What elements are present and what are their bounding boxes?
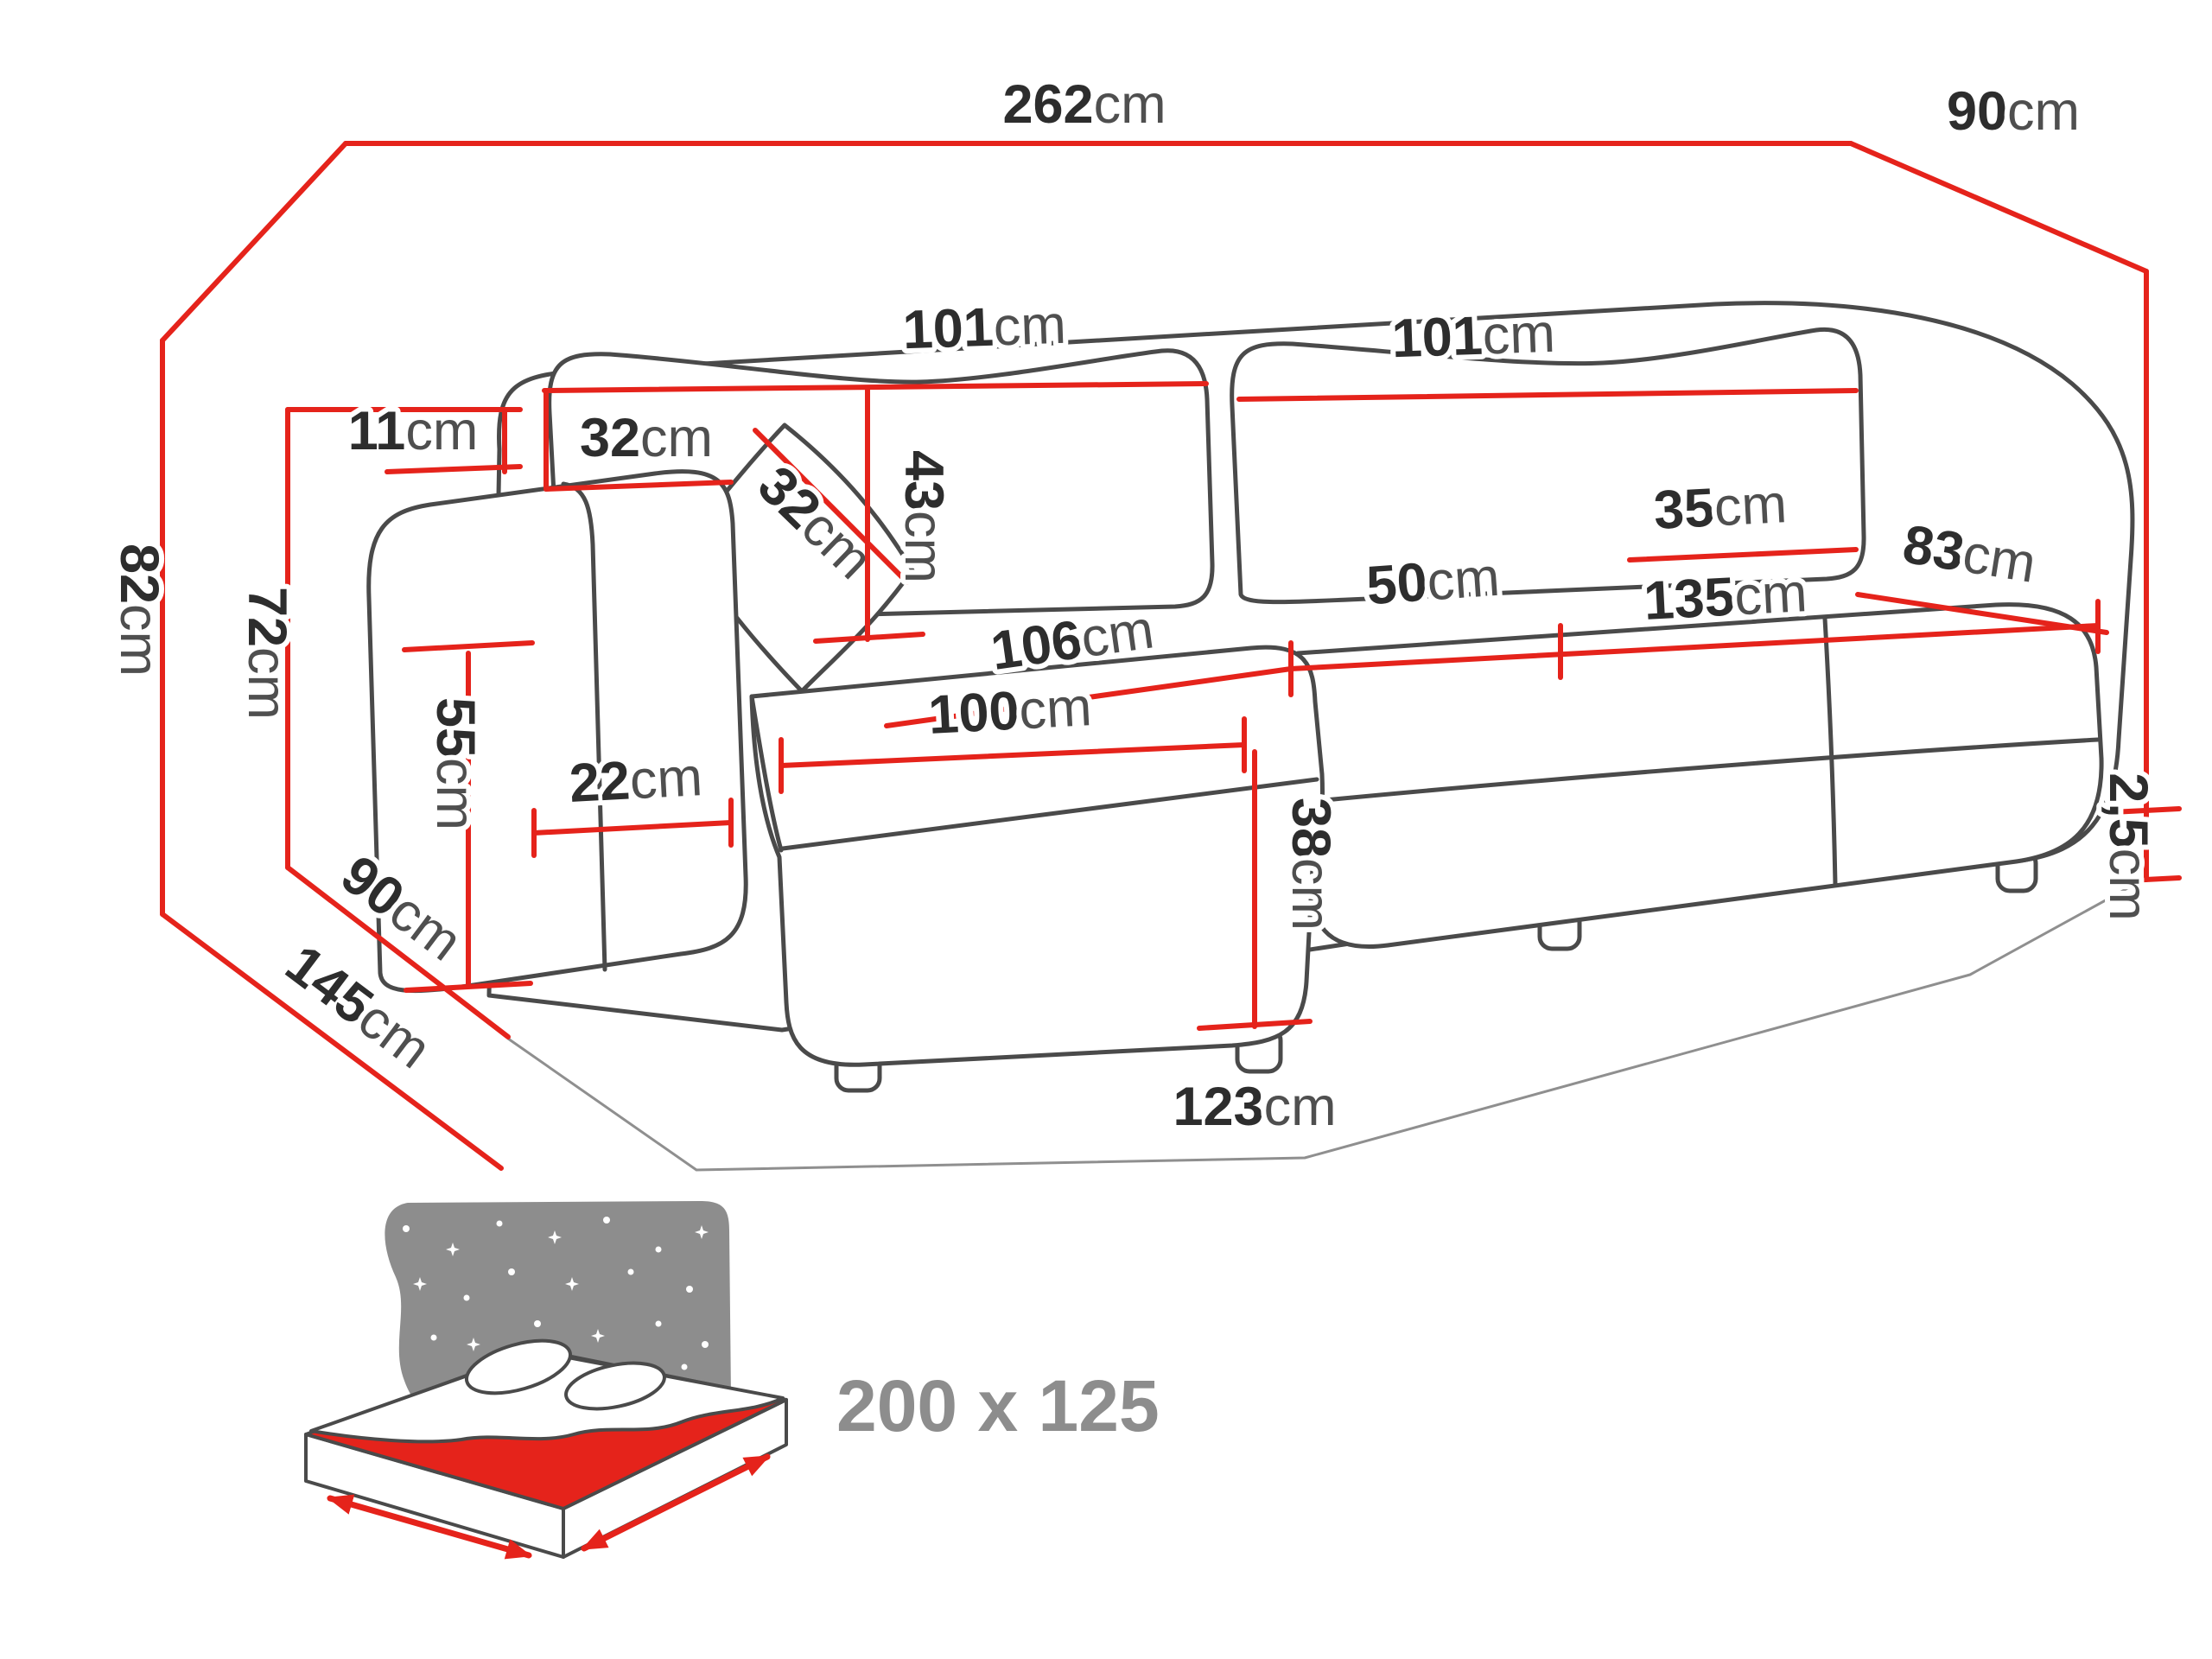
dimension-chaise-total-depth-line [160, 912, 504, 1171]
bed-duvet [309, 1350, 785, 1444]
back-cushion-right [1230, 327, 1866, 605]
seat-front-edge [1304, 737, 2101, 804]
dimension-armrest-height-label: 55cm [425, 697, 486, 830]
dimension-armrest-backrest-gap-tick [385, 464, 523, 474]
dimension-chaise-width: 100cm [779, 671, 1247, 794]
dimension-back-cushion-width-right-line [1236, 388, 1859, 402]
dimension-back-cushion-height: 43cm [813, 386, 959, 644]
dimension-depth-left-line [285, 865, 511, 1039]
dimension-back-cushion-height-label: 43cm [893, 450, 954, 583]
dimension-armrest-width: 22cm [531, 741, 734, 858]
dimension-back-cushion-thickness-label: 32cm [580, 408, 713, 468]
dimension-backrest-top-depth-line [1627, 547, 1859, 563]
dimension-back-cushion-width-left-label: 101cm [902, 295, 1067, 361]
dimension-total-depth-right: 90cm [1848, 76, 2149, 274]
floor-projection-line [507, 876, 2147, 1172]
dimension-backrest-height-label: 72cm [237, 587, 297, 720]
sofa-bed-icon: 200 x 125 [304, 1201, 1160, 1560]
dimension-total-depth-right-label: 90cm [1947, 81, 2080, 142]
chaise-front-edge [780, 777, 1319, 851]
chaise-seat [749, 645, 1325, 1067]
bed-width-arrow [327, 1494, 532, 1560]
dimension-back-cushion-width-left-line [542, 381, 1209, 393]
dimension-backrest-height: 72cm [232, 407, 523, 870]
dimension-backrest-top-depth: 35cm [1627, 468, 1859, 563]
dimension-armrest-width-label: 22cm [568, 747, 704, 814]
bed-depth-arrow [581, 1453, 771, 1552]
dimension-back-cushion-height-tick [813, 632, 925, 644]
dimension-back-cushion-width-left: 101cm [542, 289, 1209, 393]
dimension-leg-height-label: 2,5cm [2098, 772, 2158, 921]
dimension-total-width-label: 262cm [1002, 74, 1166, 135]
seat-right [1295, 602, 2104, 949]
dimension-leg-height-tick-bottom [2109, 875, 2182, 884]
dimension-chaise-width-line [779, 742, 1247, 768]
dimension-chaise-width-label: 100cm [927, 677, 1094, 746]
seat-seam [1822, 616, 1838, 887]
dimension-armrest-height-tick-top [402, 640, 535, 652]
dimension-total-depth-right-line [1848, 141, 2149, 274]
dimension-frame-lines [160, 141, 2149, 882]
dimension-chaise-length-label: 123cm [1173, 1077, 1336, 1137]
dimension-armrest-backrest-gap: 11cm [343, 396, 523, 474]
dimension-back-cushion-thickness-tick [543, 480, 734, 492]
dimension-accent-pillow-line [753, 428, 910, 585]
dimension-seat-height-tick [1197, 1019, 1313, 1031]
dimension-leg-height-tick-top [2109, 806, 2182, 815]
dimension-total-width: 262cm [343, 69, 1853, 146]
chaise-side-edge [749, 694, 784, 853]
dimension-total-height-label: 82cm [109, 543, 169, 677]
dimension-backrest-top-depth-label: 35cm [1652, 474, 1789, 541]
dimension-seat-depth-label: 50cm [1364, 547, 1502, 617]
dimension-back-cushion-thickness: 32cm [543, 388, 734, 492]
frame-top-left-line [160, 141, 348, 343]
dimension-seat-width-label: 135cm [1643, 563, 1809, 632]
dimension-chaise-length: 123cm [1167, 1071, 1341, 1142]
bed-pillow [464, 1338, 573, 1395]
bed-pillow [564, 1361, 666, 1411]
dimension-chaise-diagonal-line [884, 666, 1294, 728]
dimension-back-cushion-width-right-label: 101cm [1391, 303, 1556, 370]
sleeping-area-size-label: 200 x 125 [836, 1365, 1160, 1446]
dimension-seat-row-line [1288, 623, 2101, 671]
dimension-annotations: 262cm 90cm 82cm 72cm 11cm 101cm [104, 69, 2182, 1171]
dimension-total-height: 82cm [104, 338, 175, 917]
dimension-armrest-backrest-gap-label: 11cm [348, 401, 479, 461]
dimension-back-cushion-width-right: 101cm [1236, 298, 1859, 402]
dimension-seat-row: 50cm 135cm [1288, 542, 2101, 697]
dimension-leg-height: 2,5cm [2093, 767, 2182, 926]
dimension-armrest-height: 55cm [402, 640, 535, 993]
dimension-armrest-width-line [531, 820, 734, 836]
dimension-armrest-height-tick-bottom [404, 981, 533, 993]
dimension-seat-height-label: 38cm [1281, 798, 1341, 931]
dimension-seat-height: 38cm [1197, 749, 1346, 1031]
